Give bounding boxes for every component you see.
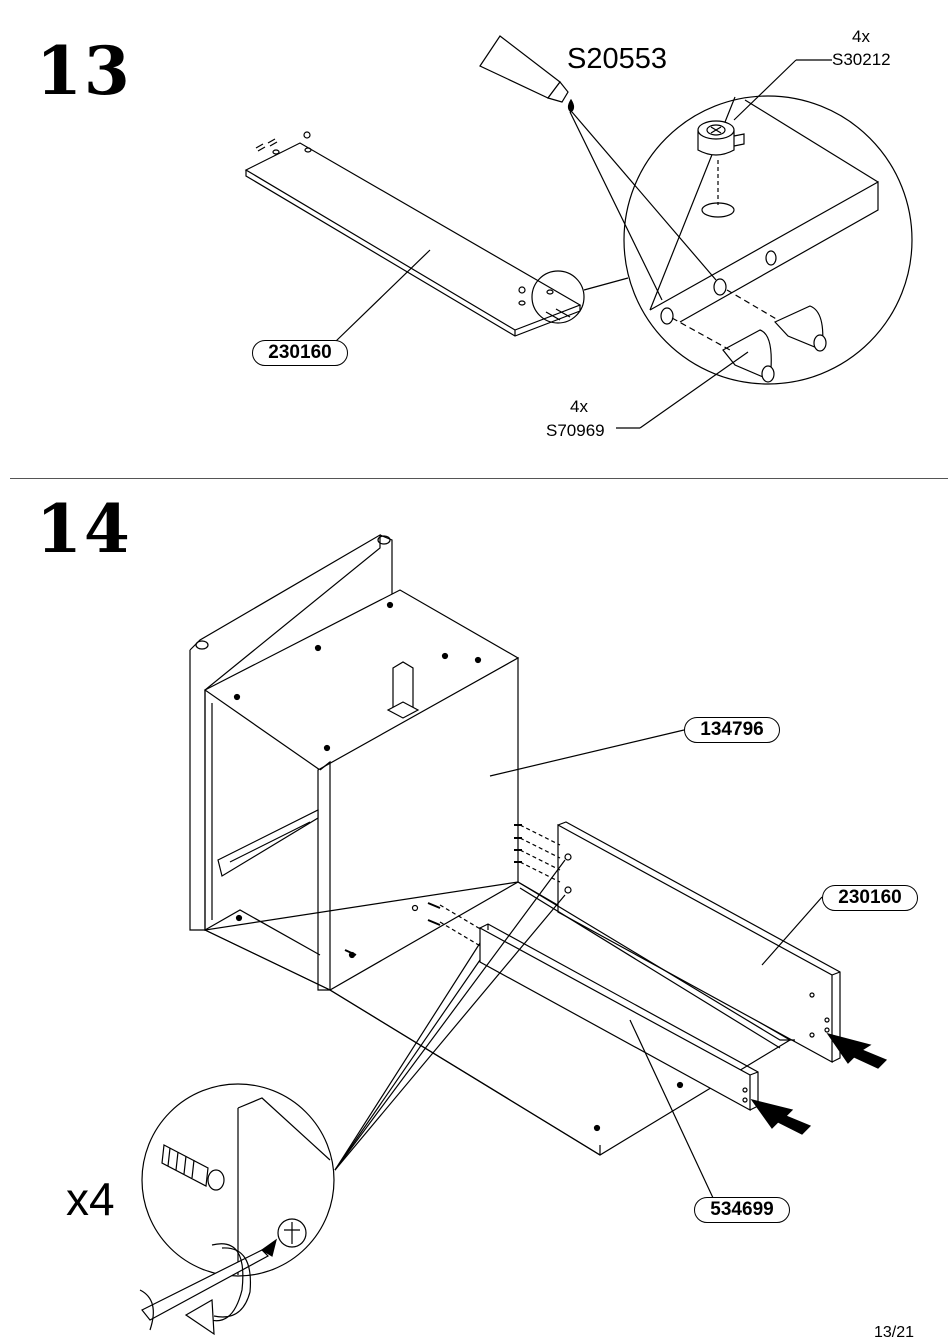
repeat-count: x4 — [66, 1173, 115, 1225]
panel-label-14: 230160 — [822, 885, 918, 911]
panel-label-13: 230160 — [252, 340, 348, 366]
leg-post — [386, 661, 420, 719]
glue-code: S20553 — [567, 43, 667, 75]
rail-label: 534699 — [694, 1197, 790, 1223]
step-divider — [10, 478, 948, 479]
push-arrow-icon — [750, 1033, 888, 1135]
step-number-14: 14 — [36, 490, 132, 568]
cam-lock-icon — [697, 120, 745, 156]
dowel-quantity: 4x — [570, 397, 588, 416]
panel-230160-drawing — [244, 131, 629, 337]
dowel-code: S70969 — [546, 421, 605, 440]
dowel-icon — [255, 138, 278, 152]
step-number-13: 13 — [36, 32, 132, 110]
screwdriver-icon — [139, 1238, 277, 1331]
rotate-arrow-icon — [184, 1243, 252, 1336]
glue-tube-icon — [479, 35, 575, 113]
cam-quantity: 4x — [852, 27, 870, 46]
cam-code: S30212 — [832, 50, 891, 69]
dowel-icon — [161, 1144, 225, 1191]
page-number: 13/21 — [874, 1324, 915, 1341]
cabinet-label: 134796 — [684, 717, 780, 743]
cam-lock-icon — [277, 1218, 307, 1248]
dowel-icon — [722, 305, 827, 383]
